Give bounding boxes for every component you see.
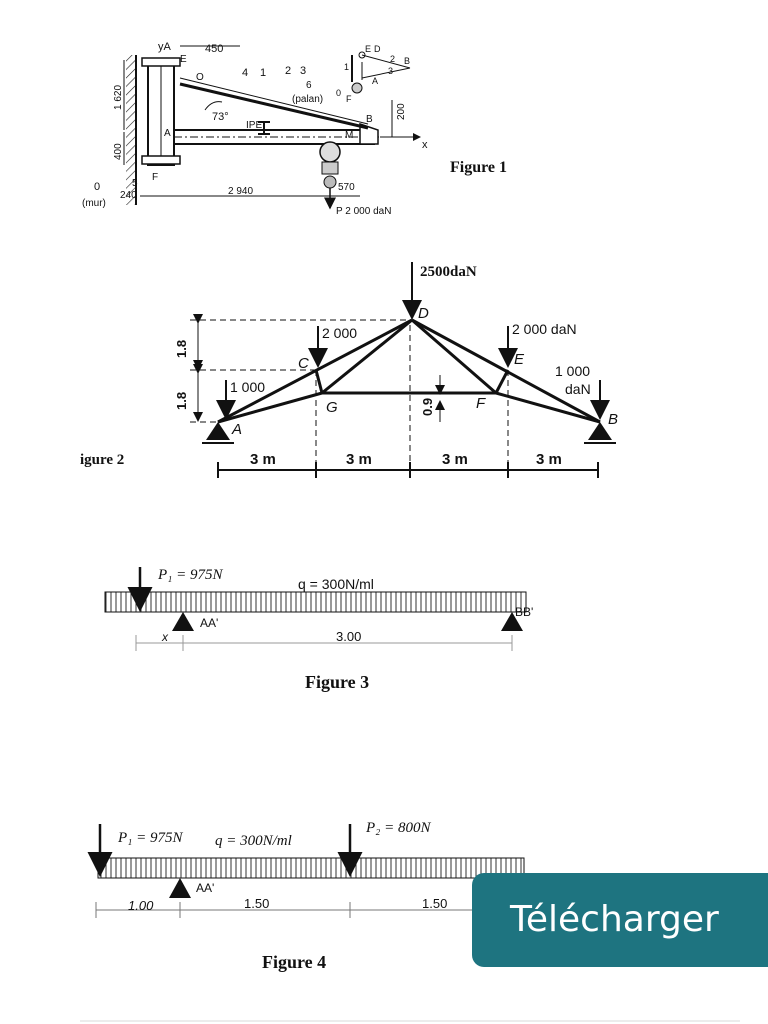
fig4-dim-2: 1.50 — [244, 896, 269, 911]
download-button[interactable]: Télécharger — [472, 873, 768, 967]
fig1-label-240: 240 — [120, 190, 137, 201]
fig2-load-b-line1: 1 000 — [555, 363, 590, 379]
fig1-label-palan: (palan) — [292, 94, 323, 105]
fig1-label-200: 200 — [396, 103, 407, 120]
fig2-span-1: 3 m — [250, 451, 276, 468]
fig1-label-5: 5 — [132, 178, 138, 189]
fig3-dim-span: 3.00 — [336, 629, 361, 644]
fig4-p2-label: P₂ = 800N — [365, 820, 431, 836]
fig1-label-load: P 2 000 daN — [336, 206, 391, 217]
fig3-support-b — [501, 612, 523, 631]
fig2-node-d: D — [418, 305, 429, 322]
fig4-q-label: q = 300N/ml — [215, 833, 292, 849]
fig3-q-label: q = 300N/ml — [298, 576, 374, 592]
fig1-label-x: x — [422, 139, 428, 151]
fig3-support-a — [172, 612, 194, 631]
fig1-caption: Figure 1 — [450, 159, 507, 176]
fig1-label-angle: 73° — [212, 111, 229, 123]
inset-sketch — [351, 51, 411, 94]
fig1-label-a: A — [164, 128, 171, 139]
fig1-inset-d: D — [374, 44, 381, 54]
support-b — [588, 422, 612, 440]
fig4-dim-1: 1.00 — [128, 898, 154, 913]
fig3-beam — [104, 591, 527, 613]
tie-rod — [179, 82, 369, 130]
fig2-span-4: 3 m — [536, 451, 562, 468]
fig1-inset-0: 0 — [336, 88, 341, 98]
fig2-load-e: 2 000 daN — [512, 321, 577, 337]
fig1-label-b: B — [366, 114, 373, 125]
fig3-support-a-label: AA' — [200, 616, 218, 630]
fig1-label-ipe: IPE — [246, 120, 262, 131]
page-divider — [80, 1020, 740, 1022]
fig4-caption: Figure 4 — [262, 952, 326, 972]
fig4-beam — [97, 857, 525, 879]
fig1-inset-b: B — [404, 56, 410, 66]
fig1-label-6: 6 — [306, 80, 312, 91]
fig2-dim-h3: 0.9 — [420, 398, 435, 416]
fig1-label-o: O — [196, 72, 204, 83]
fig1-inset-3: 3 — [388, 66, 393, 76]
fig1-label-e: E — [180, 54, 187, 65]
fig1-inset-e: E — [365, 44, 371, 54]
wall-hatch — [126, 55, 136, 205]
fig4-p1-label: P₁ = 975N — [117, 830, 183, 846]
fig1-inset-a: A — [372, 76, 378, 86]
hoist — [319, 141, 341, 210]
fig2-span-2: 3 m — [346, 451, 372, 468]
fig2-node-e: E — [514, 351, 525, 368]
fig2-caption: igure 2 — [80, 452, 124, 468]
figure-3: P₁ = 975N q = 300N/ml AA' BB' x 3.00 Fig… — [104, 567, 533, 692]
fig2-load-c: 2 000 — [322, 325, 357, 341]
fig1-label-ya: yA — [158, 41, 172, 53]
fig1-inset-f: F — [346, 94, 352, 104]
fig1-inset-1: 1 — [344, 62, 349, 72]
fig1-inset-2: 2 — [390, 54, 395, 64]
fig2-load-a: 1 000 — [230, 379, 265, 395]
fig1-label-450: 450 — [205, 43, 223, 55]
fig3-dim-x: x — [161, 630, 169, 644]
support-a — [206, 422, 230, 440]
figure-4: P₁ = 975N q = 300N/ml P₂ = 800N AA' 1.00… — [87, 820, 525, 972]
fig1-label-2940: 2 940 — [228, 186, 253, 197]
figure-2: 2500daN 2 000 2 000 daN 1 000 1 000 daN … — [80, 262, 618, 478]
fig1-label-3: 3 — [300, 65, 306, 77]
fig1-label-570: 570 — [338, 182, 355, 193]
fig2-load-b-line2: daN — [565, 381, 591, 397]
fig2-dim-h1: 1.8 — [174, 340, 189, 358]
fig1-label-0: 0 — [94, 181, 100, 193]
fig2-node-a: A — [231, 421, 242, 438]
fig1-label-2: 2 — [285, 65, 291, 77]
fig1-label-400: 400 — [113, 143, 124, 160]
truss — [217, 318, 601, 424]
fig3-caption: Figure 3 — [305, 672, 369, 692]
fig2-node-b: B — [608, 411, 618, 428]
fig2-dim-h2: 1.8 — [174, 392, 189, 410]
fig1-label-f: F — [152, 172, 158, 183]
fig1-label-m: M — [345, 130, 353, 141]
fig1-label-1: 1 — [260, 67, 266, 79]
fig3-p1-label: P₁ = 975N — [157, 567, 223, 583]
figure-1: yA 450 E O 4 1 2 3 6 (palan) 73° IPE A B… — [82, 41, 507, 217]
fig2-load-d: 2500daN — [420, 264, 477, 280]
fig1-label-4: 4 — [242, 67, 248, 79]
fig1-label-1620: 1 620 — [113, 85, 124, 110]
fig2-span-3: 3 m — [442, 451, 468, 468]
fig4-dim-3: 1.50 — [422, 896, 447, 911]
fig2-node-f: F — [476, 395, 486, 412]
fig4-support-a-label: AA' — [196, 881, 214, 895]
fig3-support-b-label: BB' — [515, 605, 533, 619]
fig2-node-g: G — [326, 399, 338, 416]
fig1-label-mur: (mur) — [82, 198, 106, 209]
fig4-support-a — [169, 878, 191, 898]
fig2-node-c: C — [298, 355, 309, 372]
